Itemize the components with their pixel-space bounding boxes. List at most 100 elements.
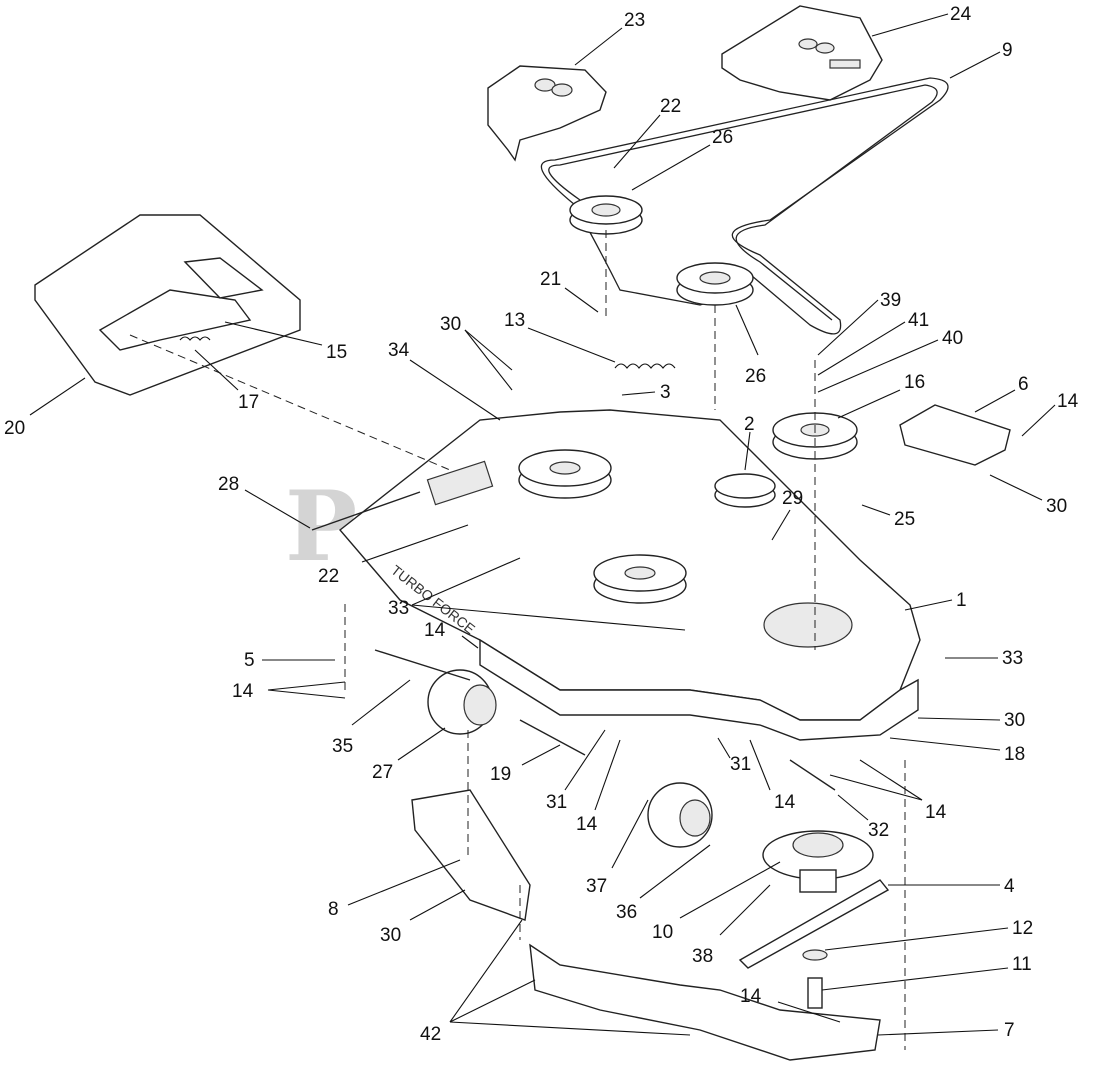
svg-text:7: 7 (1004, 1020, 1015, 1041)
spring-17[interactable] (179, 336, 211, 341)
svg-text:30: 30 (1046, 496, 1067, 517)
callout-21[interactable]: 21 (540, 269, 599, 313)
callout-27[interactable]: 27 (372, 727, 446, 783)
callout-31-b[interactable]: 31 (717, 737, 751, 775)
callout-30-a[interactable]: 30 (440, 314, 513, 391)
svg-text:26: 26 (712, 127, 733, 148)
svg-text:33: 33 (388, 598, 409, 619)
callout-23[interactable]: 23 (574, 10, 645, 66)
callout-35[interactable]: 35 (332, 679, 411, 757)
spindle-pulley-center[interactable] (593, 554, 687, 604)
callout-14-g[interactable]: 14 (740, 986, 841, 1023)
callout-8[interactable]: 8 (328, 859, 461, 920)
svg-text:38: 38 (692, 946, 713, 967)
callout-5[interactable]: 5 (244, 650, 335, 671)
callout-33-b[interactable]: 33 (945, 648, 1023, 669)
callout-13[interactable]: 13 (504, 310, 616, 363)
callout-30-c[interactable]: 30 (917, 710, 1025, 731)
callout-24[interactable]: 24 (871, 4, 972, 37)
callout-31-a[interactable]: 31 (546, 729, 606, 813)
svg-text:39: 39 (880, 290, 901, 311)
callout-14-c[interactable]: 14 (232, 681, 346, 702)
gauge-wheel-36[interactable] (647, 782, 713, 848)
callout-32[interactable]: 32 (837, 794, 889, 841)
callout-30-d[interactable]: 30 (380, 889, 466, 946)
callout-14-e[interactable]: 14 (749, 739, 796, 813)
belt-cover-right[interactable] (721, 5, 883, 101)
svg-text:41: 41 (908, 310, 929, 331)
callout-15[interactable]: 15 (224, 321, 347, 363)
callout-6[interactable]: 6 (974, 374, 1029, 413)
spring-13[interactable] (614, 363, 676, 369)
callout-26-a[interactable]: 26 (631, 127, 733, 191)
svg-text:42: 42 (420, 1024, 441, 1045)
callout-38[interactable]: 38 (692, 884, 771, 967)
callout-22-a[interactable]: 22 (613, 96, 681, 169)
idler-pulley-upper[interactable] (569, 195, 643, 235)
callout-26-b[interactable]: 26 (735, 304, 766, 387)
svg-text:31: 31 (546, 792, 567, 813)
callout-10[interactable]: 10 (652, 861, 781, 943)
callout-40[interactable]: 40 (817, 328, 963, 393)
rod-19[interactable] (519, 719, 586, 756)
baffle-8[interactable] (411, 789, 531, 921)
svg-text:2: 2 (744, 414, 755, 435)
belt-cover-left[interactable] (487, 65, 607, 162)
washer-12[interactable] (802, 949, 828, 961)
callout-4[interactable]: 4 (888, 876, 1015, 897)
bracket-6[interactable] (899, 404, 1011, 466)
callout-33-a[interactable]: 33 (388, 557, 686, 631)
callout-14-a[interactable]: 14 (1021, 391, 1079, 437)
discharge-chute[interactable] (34, 214, 301, 396)
svg-text:26: 26 (745, 366, 766, 387)
rod-35[interactable] (374, 649, 471, 681)
spindle-assembly-10[interactable] (762, 830, 874, 893)
callout-30-b[interactable]: 30 (989, 474, 1067, 517)
svg-text:14: 14 (1057, 391, 1079, 412)
spindle-pulley-left[interactable] (518, 449, 612, 499)
callout-2[interactable]: 2 (744, 414, 755, 471)
blade-4[interactable] (738, 879, 890, 969)
svg-text:24: 24 (950, 4, 972, 25)
svg-text:22: 22 (660, 96, 681, 117)
baffle-7[interactable] (529, 943, 881, 1061)
callout-36[interactable]: 36 (616, 844, 711, 923)
callout-16[interactable]: 16 (837, 372, 925, 419)
callout-29[interactable]: 29 (771, 488, 803, 541)
bolt-11[interactable] (807, 977, 823, 1009)
callout-12[interactable]: 12 (824, 918, 1033, 951)
callout-18[interactable]: 18 (889, 737, 1025, 765)
callout-41[interactable]: 41 (817, 310, 929, 376)
callout-14-b[interactable]: 14 (424, 620, 479, 649)
svg-text:34: 34 (388, 340, 410, 361)
callout-14-f[interactable]: 14 (829, 759, 947, 823)
callout-11[interactable]: 11 (821, 954, 1032, 991)
gauge-wheel-27[interactable] (427, 669, 497, 735)
callout-3[interactable]: 3 (621, 382, 671, 403)
rod-28[interactable] (311, 491, 421, 531)
drive-belt[interactable] (540, 77, 949, 335)
callout-34[interactable]: 34 (388, 340, 501, 421)
callout-39[interactable]: 39 (817, 290, 901, 356)
svg-text:30: 30 (1004, 710, 1025, 731)
callout-17[interactable]: 17 (194, 349, 259, 413)
callout-7[interactable]: 7 (877, 1020, 1015, 1041)
callout-1[interactable]: 1 (904, 590, 967, 611)
callout-25[interactable]: 25 (861, 504, 915, 530)
callout-28[interactable]: 28 (218, 474, 311, 529)
svg-text:23: 23 (624, 10, 645, 31)
callout-22-b[interactable]: 22 (318, 524, 469, 587)
idler-pulley-lower[interactable] (676, 262, 754, 306)
callout-19[interactable]: 19 (490, 744, 561, 785)
callout-37[interactable]: 37 (586, 799, 649, 897)
callout-20[interactable]: 20 (4, 377, 86, 439)
idler-pulley-2[interactable] (714, 473, 776, 508)
svg-text:10: 10 (652, 922, 673, 943)
callout-9[interactable]: 9 (949, 40, 1013, 79)
svg-text:14: 14 (576, 814, 598, 835)
callout-42[interactable]: 42 (420, 919, 691, 1045)
rod-32[interactable] (789, 759, 836, 791)
svg-text:3: 3 (660, 382, 671, 403)
callout-14-d[interactable]: 14 (576, 739, 621, 835)
